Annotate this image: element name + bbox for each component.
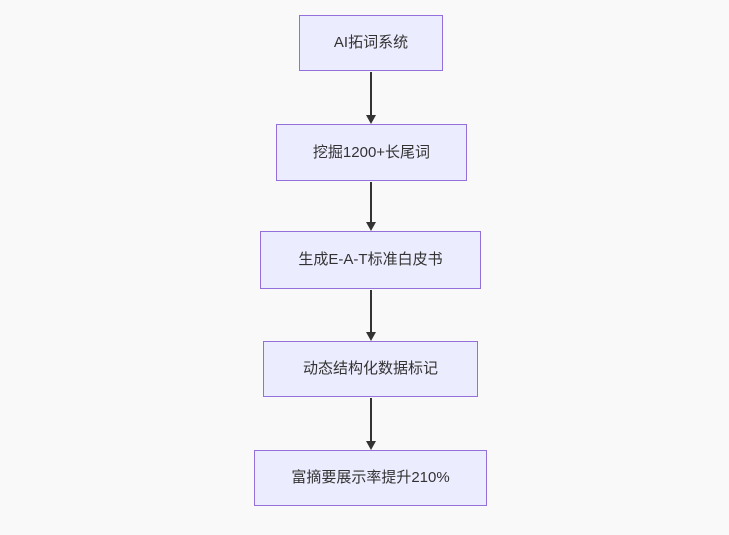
arrow-line [370,182,372,223]
arrow-line [370,72,372,116]
flow-node-label: AI拓词系统 [333,34,409,51]
flow-arrow [366,290,376,341]
arrow-down-icon [366,332,376,341]
flow-node-label: 挖掘1200+长尾词 [312,143,431,161]
flow-node-label: 动态结构化数据标记 [302,360,438,377]
flow-node-label: 富摘要展示率提升210% [291,469,450,486]
flow-arrow [366,182,376,231]
flow-node-longtail-keywords: 挖掘1200+长尾词 [276,124,467,181]
flow-node-eat-whitepaper: 生成E-A-T标准白皮书 [260,231,481,289]
arrow-down-icon [366,441,376,450]
flow-node-ai-word-expansion-system: AI拓词系统 [299,15,443,71]
flow-arrow [366,398,376,450]
flow-node-rich-snippet-rate: 富摘要展示率提升210% [254,450,487,506]
arrow-line [370,290,372,333]
arrow-down-icon [366,222,376,231]
flow-node-structured-data-markup: 动态结构化数据标记 [263,341,478,397]
flow-node-label: 生成E-A-T标准白皮书 [298,251,443,268]
flow-arrow [366,72,376,124]
arrow-down-icon [366,115,376,124]
arrow-line [370,398,372,442]
